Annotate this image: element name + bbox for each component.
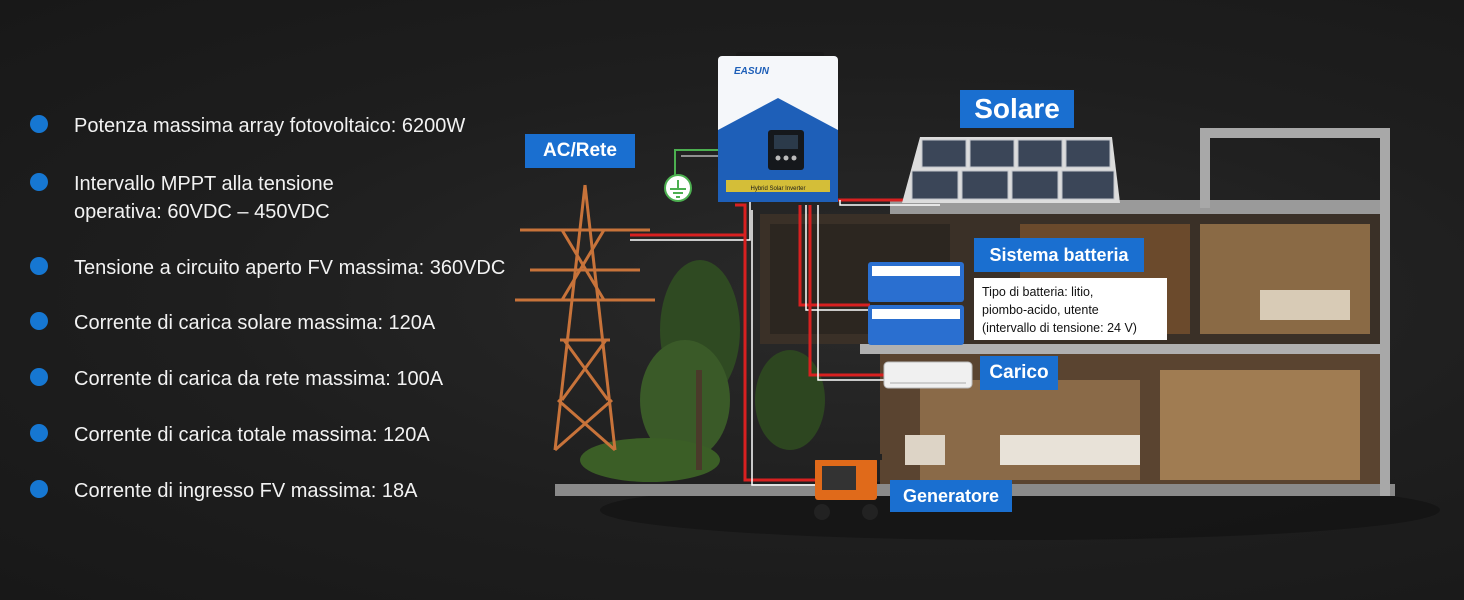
spec-item-solar-charge-current: Corrente di carica solare massima: 120A	[30, 309, 435, 337]
battery-system-label: Sistema batteria	[974, 238, 1144, 272]
ground-icon	[664, 174, 692, 202]
wiring	[630, 149, 940, 486]
load-label: Carico	[980, 356, 1058, 390]
battery-voltage-line: (intervallo di tensione: 24 V)	[982, 321, 1137, 335]
inverter-model: Hybrid Solar Inverter	[750, 186, 805, 192]
spec-item-total-charge-current: Corrente di carica totale massima: 120A	[30, 421, 430, 449]
bullet-icon	[30, 115, 48, 133]
spec-text: Corrente di carica da rete massima: 100A	[74, 368, 444, 390]
spec-text: Intervallo MPPT alla tensione operativa:…	[74, 173, 334, 223]
solar-panels	[902, 137, 1120, 203]
bullet-icon	[30, 480, 48, 498]
spec-text: Tensione a circuito aperto FV massima: 3…	[74, 257, 506, 279]
hybrid-inverter: EASUN Hybrid Solar Inverter	[718, 52, 838, 202]
system-illustration: EASUN Hybrid Solar Inverter	[515, 52, 1440, 540]
battery-packs	[868, 262, 964, 345]
spec-text: Corrente di ingresso FV massima: 18A	[74, 480, 418, 502]
spec-item-open-circuit-voltage: Tensione a circuito aperto FV massima: 3…	[30, 254, 505, 282]
solar-label: Solare	[960, 90, 1074, 128]
ac-grid-label: AC/Rete	[525, 134, 635, 168]
spec-item-mppt-range: Intervallo MPPT alla tensione operativa:…	[30, 170, 334, 226]
bullet-icon	[30, 257, 48, 275]
inverter-brand: EASUN	[734, 66, 770, 77]
spec-text: Corrente di carica totale massima: 120A	[74, 424, 430, 446]
battery-type-line: piombo-acido, utente	[982, 303, 1099, 317]
battery-info-box: Tipo di batteria: litio, piombo-acido, u…	[974, 278, 1167, 340]
bullet-icon	[30, 424, 48, 442]
power-pylon	[515, 184, 655, 452]
air-conditioner	[883, 361, 973, 389]
battery-type-line: Tipo di batteria: litio,	[982, 285, 1094, 299]
generator-label: Generatore	[890, 480, 1012, 512]
bullet-icon	[30, 173, 48, 191]
spec-text: Corrente di carica solare massima: 120A	[74, 312, 436, 334]
bullet-icon	[30, 368, 48, 386]
spec-item-pv-input-current: Corrente di ingresso FV massima: 18A	[30, 477, 417, 505]
bullet-icon	[30, 312, 48, 330]
spec-item-grid-charge-current: Corrente di carica da rete massima: 100A	[30, 365, 443, 393]
spec-item-pv-power: Potenza massima array fotovoltaico: 6200…	[30, 112, 465, 140]
spec-text: Potenza massima array fotovoltaico: 6200…	[74, 115, 466, 137]
generator	[810, 454, 882, 520]
